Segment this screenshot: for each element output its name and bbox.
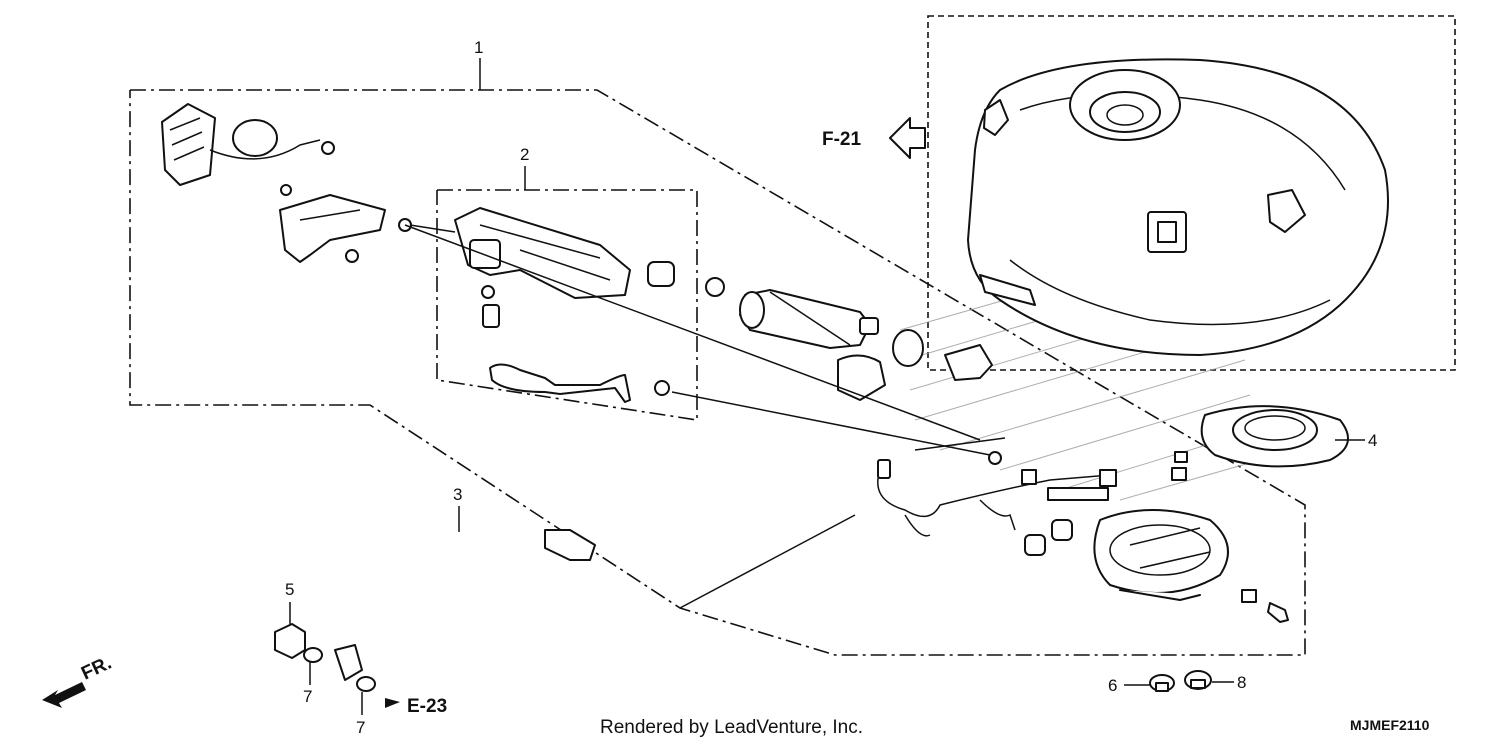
fuel-tank xyxy=(967,58,1389,356)
damper-rubber xyxy=(647,261,675,287)
callout-7b: 7 xyxy=(356,718,365,737)
f21-arrow-icon xyxy=(889,117,926,159)
tank-reference-box xyxy=(927,15,1456,371)
grommet-6 xyxy=(1149,674,1175,692)
callout-4: 4 xyxy=(1368,431,1377,450)
diagram-code: MJMEF2110 xyxy=(1350,717,1430,733)
pump-filter-set xyxy=(837,329,993,401)
fuel-pump-module xyxy=(454,207,631,403)
pump-base-plate xyxy=(1093,509,1229,601)
callout-1: 1 xyxy=(474,38,483,57)
gasket-leader xyxy=(671,391,991,456)
fuel-pump-motor xyxy=(705,277,879,349)
group-2-outline xyxy=(436,189,698,421)
callout-5: 5 xyxy=(285,580,294,599)
washer-upper xyxy=(303,647,323,663)
e23-arrow-icon xyxy=(385,698,400,708)
callout-7a: 7 xyxy=(303,687,312,706)
washer-lower xyxy=(356,676,376,692)
leader-harness xyxy=(679,514,856,609)
tank-flange-gasket xyxy=(1200,405,1349,468)
pump-bracket xyxy=(279,184,456,263)
cap-nut xyxy=(274,623,306,659)
leader-bracket-to-base xyxy=(404,224,981,441)
relay-connector xyxy=(161,103,335,186)
callout-6: 6 xyxy=(1108,676,1117,695)
leader-fuel-pump-to-base xyxy=(914,437,1006,451)
group-1-outline xyxy=(129,89,1306,656)
f21-reference: F-21 xyxy=(822,129,862,150)
callout-3: 3 xyxy=(453,485,462,504)
front-direction-arrow-icon xyxy=(42,682,86,708)
fuel-hose xyxy=(334,529,596,681)
callout-8: 8 xyxy=(1237,673,1246,692)
front-reference: FR. xyxy=(78,653,115,685)
grommet-8 xyxy=(1184,670,1212,690)
wire-harness xyxy=(877,451,1289,623)
credit-text: Rendered by LeadVenture, Inc. xyxy=(600,717,863,738)
e23-reference: E-23 xyxy=(407,696,447,717)
callout-2: 2 xyxy=(520,145,529,164)
small-gasket xyxy=(654,380,670,396)
